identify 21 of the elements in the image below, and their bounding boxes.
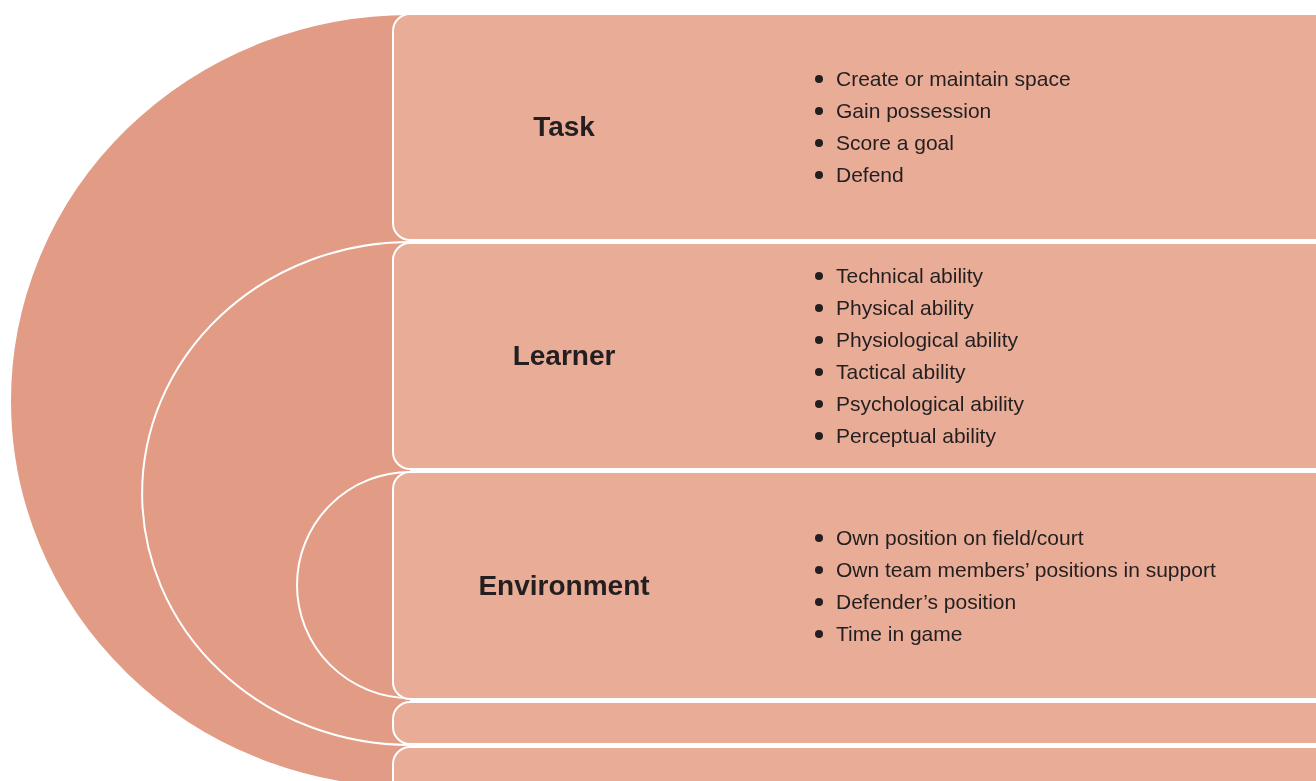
- rounded-panel: [392, 242, 1316, 470]
- bullet-item: Create or maintain space: [812, 63, 1071, 95]
- rounded-panel: [392, 471, 1316, 700]
- bullet-item: Time in game: [812, 617, 1216, 650]
- bullet-item: Gain possession: [812, 95, 1071, 127]
- bullet-item: Defend: [812, 159, 1071, 191]
- bullet-item: Physiological ability: [812, 324, 1024, 356]
- bullet-item: Score a goal: [812, 127, 1071, 159]
- bullet-item: Own position on field/court: [812, 521, 1216, 554]
- bullet-item: Defender’s position: [812, 585, 1216, 618]
- bullet-item: Perceptual ability: [812, 420, 1024, 452]
- panel-heading: Environment: [477, 569, 651, 602]
- bullet-item: Physical ability: [812, 292, 1024, 324]
- bullet-item: Own team members’ positions in support: [812, 553, 1216, 586]
- bullet-item: Psychological ability: [812, 388, 1024, 420]
- panel-heading: Learner: [511, 340, 617, 372]
- panel-heading: Task: [532, 111, 596, 143]
- rounded-panel: [392, 701, 1316, 745]
- bullet-item: Tactical ability: [812, 356, 1024, 388]
- bullet-item: Technical ability: [812, 260, 1024, 292]
- rounded-panel: [392, 13, 1316, 241]
